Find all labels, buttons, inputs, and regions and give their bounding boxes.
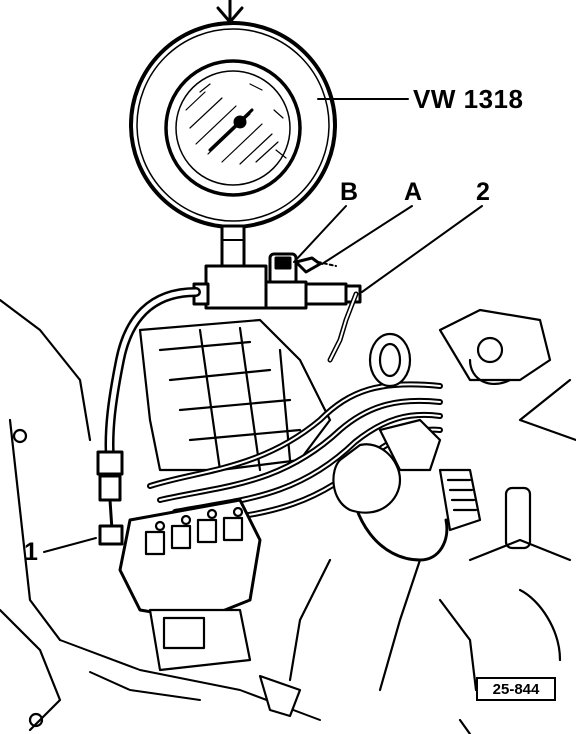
gauge-hose <box>96 287 201 546</box>
callout-leaders <box>43 98 483 553</box>
figure-reference: 25-844 <box>476 677 556 701</box>
pressure-gauge <box>129 0 337 270</box>
engine-bay <box>0 298 576 734</box>
callout-2: 2 <box>476 178 490 206</box>
callout-b: B <box>340 178 359 206</box>
tool-label-vw1318: VW 1318 <box>413 84 524 114</box>
callout-a: A <box>404 178 423 206</box>
test-manifold <box>192 252 362 363</box>
callout-1: 1 <box>24 538 38 566</box>
